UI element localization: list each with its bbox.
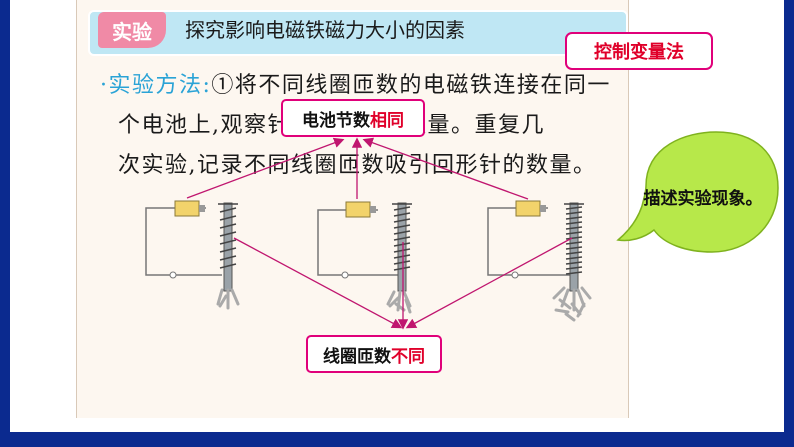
- control-variable-method-label: 控制变量法: [565, 32, 713, 70]
- arrows-to-coil-label: [233, 237, 573, 330]
- label-bottom-black: 线圈匝数: [323, 346, 391, 367]
- nail-2: [397, 202, 407, 292]
- circuit-2: [317, 201, 412, 314]
- line-1-text: ①将不同线圈匝数的电磁铁连接在同一: [211, 73, 611, 98]
- bubble-text: 描述实验现象。: [643, 189, 763, 209]
- section-title: 探究影响电磁铁磁力大小的因素: [185, 18, 465, 42]
- nail-1: [223, 202, 233, 292]
- method-lead: 实验方法:: [108, 73, 212, 98]
- label-top-black: 电池节数: [302, 110, 370, 131]
- label-top-red: 相同: [370, 110, 404, 131]
- circuit-3: [487, 200, 592, 322]
- battery-3: [515, 200, 541, 217]
- paragraph-line-2: 个电池上,观察针针的数量。重复几: [100, 106, 620, 146]
- label-bottom-red: 不同: [391, 346, 425, 367]
- experiment-tag: 实验: [98, 12, 166, 48]
- battery-2: [345, 201, 371, 218]
- method-paragraph: ·实验方法:①将不同线圈匝数的电磁铁连接在同一 个电池上,观察针针的数量。重复几…: [100, 66, 620, 186]
- speech-bubble: [616, 131, 779, 253]
- coil-turns-different-label: 线圈匝数不同: [306, 335, 442, 373]
- paragraph-line-1: ·实验方法:①将不同线圈匝数的电磁铁连接在同一: [100, 66, 620, 106]
- bullet: ·: [100, 73, 109, 98]
- line-2-text: 个电池上,观察针: [118, 113, 291, 138]
- battery-count-same-label: 电池节数相同: [281, 99, 425, 137]
- arrows-to-battery-label: [186, 137, 529, 200]
- battery-1: [174, 200, 200, 217]
- circuit-1: [145, 200, 240, 310]
